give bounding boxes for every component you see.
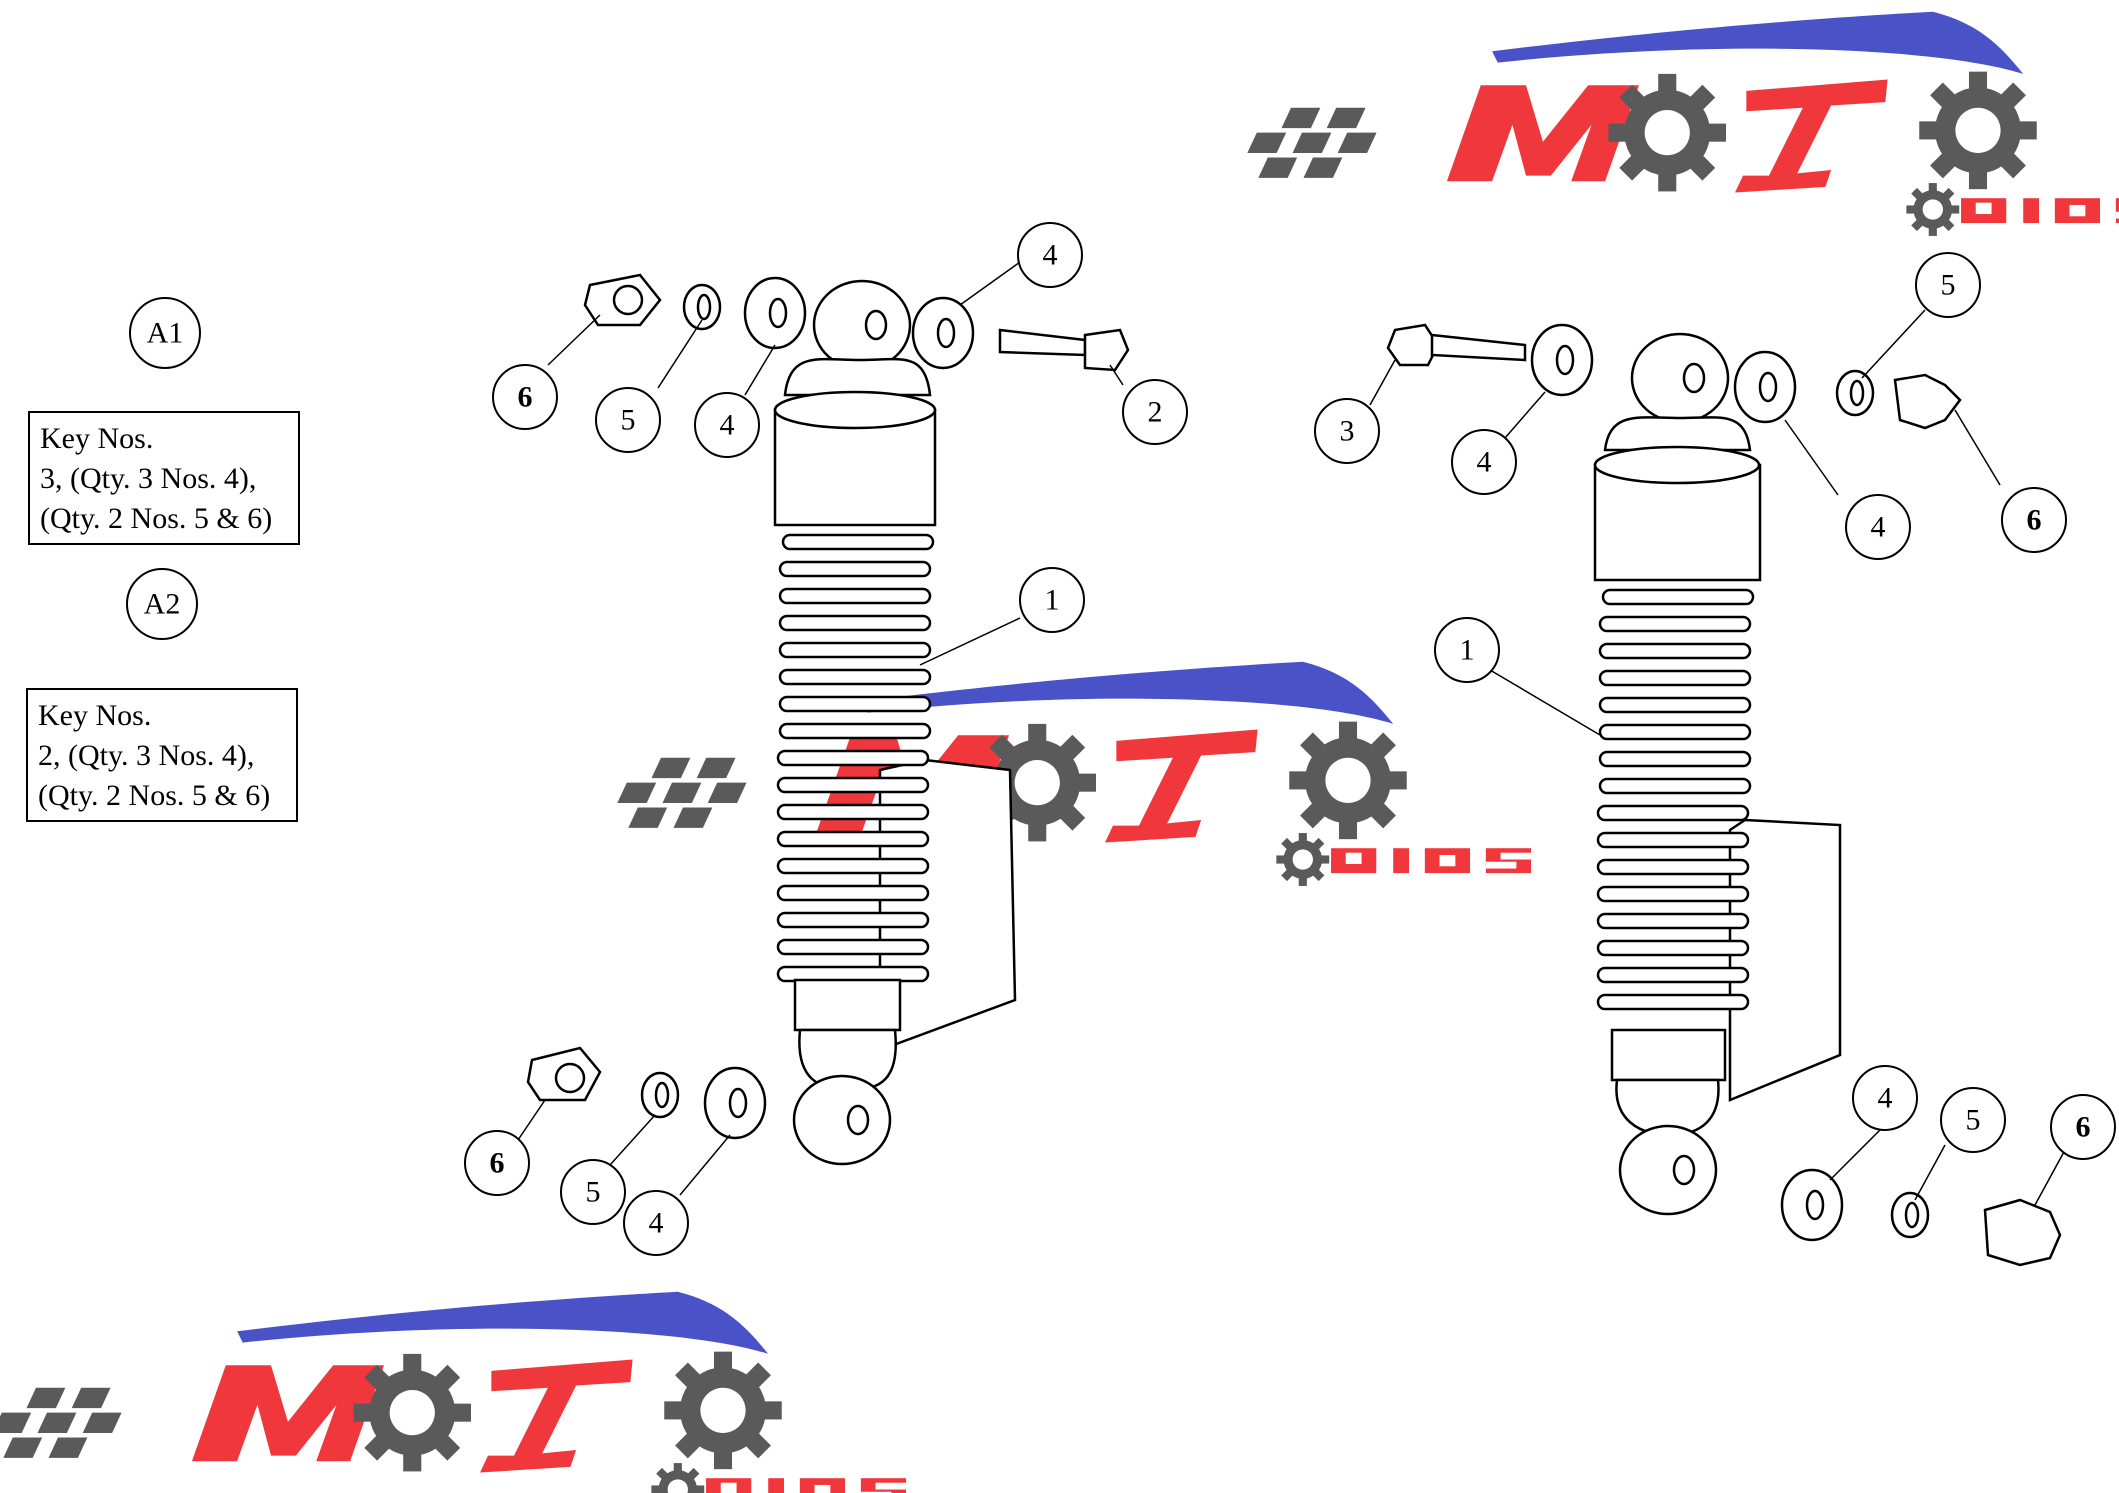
key-box-a1-line-2: 3, (Qty. 3 Nos. 4), xyxy=(40,462,257,495)
left-shock-absorber xyxy=(773,279,1017,1166)
callout-right-top-5: 6 xyxy=(2027,504,2042,537)
right-shock-absorber xyxy=(1593,332,1842,1216)
callout-left-bottom-3: 4 xyxy=(649,1207,664,1240)
callout-left-body: 1 xyxy=(1045,584,1060,617)
leader-lines xyxy=(517,261,2066,1206)
callout-left-top-3: 4 xyxy=(720,409,735,442)
logo-watermark-top xyxy=(1247,12,2119,236)
right-top-hardware xyxy=(1386,323,1962,430)
right-bottom-hardware xyxy=(1780,1168,2062,1267)
callout-left-top-4: 4 xyxy=(1043,239,1058,272)
bolt-3-shank xyxy=(1430,333,1527,362)
key-box-a2-line-1: Key Nos. xyxy=(38,699,152,732)
key-box-a2-line-2: 2, (Qty. 3 Nos. 4), xyxy=(38,739,255,772)
callout-right-top-2: 4 xyxy=(1477,446,1492,479)
key-box-a1-line-3: (Qty. 2 Nos. 5 & 6) xyxy=(40,502,273,535)
callout-left-bottom-1: 6 xyxy=(490,1147,505,1180)
key-box-a1: Key Nos. 3, (Qty. 3 Nos. 4), (Qty. 2 Nos… xyxy=(28,411,300,545)
callout-right-top-1: 3 xyxy=(1340,415,1355,448)
callout-right-body: 1 xyxy=(1460,634,1475,667)
callout-right-top-4: 4 xyxy=(1871,511,1886,544)
callout-right-bottom-2: 5 xyxy=(1966,1104,1981,1137)
callout-left-top-2: 5 xyxy=(621,404,636,437)
bolt-2 xyxy=(998,328,1087,357)
logo-watermark-bottom xyxy=(0,1292,906,1493)
callout-right-bottom-1: 4 xyxy=(1878,1082,1893,1115)
assembly-label-a1: A1 xyxy=(147,317,184,350)
key-box-a2-line-3: (Qty. 2 Nos. 5 & 6) xyxy=(38,779,271,812)
callout-left-bottom-2: 5 xyxy=(586,1176,601,1209)
key-box-a2: Key Nos. 2, (Qty. 3 Nos. 4), (Qty. 2 Nos… xyxy=(26,688,298,822)
callout-left-top-1: 6 xyxy=(518,381,533,414)
assembly-label-a2: A2 xyxy=(144,588,181,621)
cap-nut-6-bottom-right xyxy=(1983,1198,2062,1267)
callout-bubbles xyxy=(126,222,2116,1256)
bolt-3-head xyxy=(1386,323,1440,367)
callout-right-bottom-3: 6 xyxy=(2076,1111,2091,1144)
right-spring xyxy=(1596,588,1755,1011)
left-spring xyxy=(776,533,935,983)
callout-left-top-5: 2 xyxy=(1148,396,1163,429)
callout-right-top-3: 5 xyxy=(1941,269,1956,302)
cap-nut-6-top-right xyxy=(1893,373,1962,430)
key-box-a1-line-1: Key Nos. xyxy=(40,422,154,455)
logo-watermark-center xyxy=(617,662,1531,886)
left-top-hardware xyxy=(583,273,1130,372)
callout-labels: A1 A2 6 5 4 4 2 1 6 5 4 3 4 5 4 6 1 4 5 … xyxy=(144,239,2091,1240)
left-bottom-hardware xyxy=(526,1046,767,1140)
